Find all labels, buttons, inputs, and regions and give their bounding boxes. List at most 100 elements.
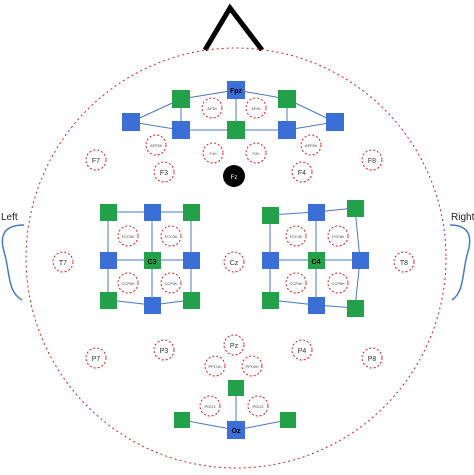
source-front-far-right — [326, 113, 344, 131]
svg-text:CCP4h: CCP4h — [290, 281, 303, 286]
svg-text:F3: F3 — [160, 170, 168, 177]
electrode-t7: T7 — [52, 251, 74, 273]
small-electrode-o1: POO1 — [199, 395, 221, 417]
detector-occipital-left — [174, 412, 190, 428]
small-electrode-l3: CCP5h — [117, 272, 139, 294]
right-ear — [449, 224, 471, 301]
svg-text:AF3h: AF3h — [207, 106, 217, 111]
source-left-4 — [144, 297, 161, 314]
small-electrode-r2: FCC6h — [327, 225, 349, 247]
svg-text:AFF5h: AFF5h — [150, 143, 162, 148]
electrode-t8: T8 — [393, 251, 415, 273]
left-ear — [1, 224, 25, 301]
electrode-pz: Pz — [223, 334, 245, 356]
detector-front-left — [172, 90, 190, 108]
head-outline — [25, 47, 447, 469]
svg-text:P8: P8 — [368, 356, 377, 363]
svg-text:F8: F8 — [368, 158, 376, 165]
source-front-far-left — [122, 113, 140, 131]
svg-text:F1h: F1h — [210, 151, 217, 156]
detector-c3 — [144, 252, 161, 269]
svg-text:T7: T7 — [59, 260, 67, 267]
svg-text:T8: T8 — [400, 260, 408, 267]
electrode-p3: P3 — [153, 339, 175, 361]
c3-label: C3 — [148, 259, 157, 266]
svg-text:P7: P7 — [92, 356, 101, 363]
svg-text:FCC5h: FCC5h — [122, 234, 135, 239]
electrode-cz: Cz — [223, 251, 245, 273]
detector-front-right — [278, 90, 296, 108]
svg-text:Fz: Fz — [231, 175, 238, 181]
detector-left-1 — [100, 204, 117, 221]
ground-electrode-fz: Fz — [223, 165, 245, 187]
svg-text:PPO2h: PPO2h — [246, 364, 259, 369]
electrode-p4: P4 — [291, 339, 313, 361]
electrode-f7: F7 — [85, 149, 107, 171]
electrode-f8: F8 — [361, 149, 383, 171]
detector-occipital-right — [280, 412, 296, 428]
svg-text:CCP6h: CCP6h — [332, 281, 345, 286]
oz-label: Oz — [232, 428, 241, 435]
small-electrode-l2: FCC3h — [160, 225, 182, 247]
small-electrode-l1: FCC5h — [117, 225, 139, 247]
small-electrode-p2: PPO2h — [241, 355, 263, 377]
source-left-3 — [183, 252, 200, 269]
source-fpz-label: Fpz — [230, 88, 243, 95]
detector-c4 — [308, 252, 325, 269]
svg-text:F7: F7 — [92, 158, 100, 165]
small-electrode-r3: CCP4h — [285, 272, 307, 294]
small-electrode-f2: F2h — [245, 142, 267, 164]
source-right-2 — [262, 252, 279, 269]
svg-text:CCP5h: CCP5h — [122, 281, 135, 286]
svg-text:Cz: Cz — [230, 260, 239, 267]
svg-text:FCC6h: FCC6h — [332, 234, 345, 239]
svg-text:F2h: F2h — [253, 151, 260, 156]
svg-text:POO1: POO1 — [204, 404, 216, 409]
nose — [202, 3, 264, 52]
electrode-p8: P8 — [361, 347, 383, 369]
c4-label: C4 — [312, 259, 321, 266]
svg-text:FCC4h: FCC4h — [290, 234, 303, 239]
svg-text:P3: P3 — [160, 348, 169, 355]
left-label: Left — [1, 212, 18, 223]
svg-text:F4: F4 — [298, 170, 306, 177]
svg-text:PPO1h: PPO1h — [209, 364, 222, 369]
small-electrode-fp1: AF3h — [201, 97, 223, 119]
small-electrode-af2: AFF6h — [300, 134, 322, 156]
source-right-1 — [308, 204, 325, 221]
small-electrode-f1: F1h — [202, 142, 224, 164]
detector-front-center — [227, 121, 245, 139]
detector-right-3 — [262, 292, 279, 309]
small-electrode-l4: CCP3h — [160, 272, 182, 294]
detector-right-2 — [347, 200, 364, 217]
svg-text:P4: P4 — [298, 348, 307, 355]
svg-text:FCC3h: FCC3h — [165, 234, 178, 239]
detector-right-1 — [262, 207, 279, 224]
electrode-f3: F3 — [153, 161, 175, 183]
small-electrode-p1: PPO1h — [204, 355, 226, 377]
source-front-mid-right — [278, 121, 296, 139]
small-electrode-fp2: AF4h — [245, 97, 267, 119]
source-left-2 — [100, 252, 117, 269]
small-electrode-r4: CCP6h — [327, 272, 349, 294]
source-right-4 — [308, 297, 325, 314]
svg-text:POO2: POO2 — [252, 404, 264, 409]
source-front-mid-left — [172, 121, 190, 139]
detector-left-3 — [100, 292, 117, 309]
svg-text:AF4h: AF4h — [251, 106, 261, 111]
svg-text:AFF6h: AFF6h — [305, 143, 317, 148]
source-fpz — [227, 81, 245, 99]
small-electrode-af1: AFF5h — [145, 134, 167, 156]
source-left-1 — [144, 204, 161, 221]
source-oz — [227, 421, 245, 439]
source-right-3 — [352, 252, 369, 269]
electrode-f4: F4 — [291, 161, 313, 183]
small-electrode-o2: POO2 — [247, 395, 269, 417]
detector-left-4 — [183, 292, 200, 309]
svg-text:Pz: Pz — [230, 343, 239, 350]
svg-text:CCP3h: CCP3h — [165, 281, 178, 286]
detector-left-2 — [183, 204, 200, 221]
right-label: Right — [451, 212, 474, 223]
